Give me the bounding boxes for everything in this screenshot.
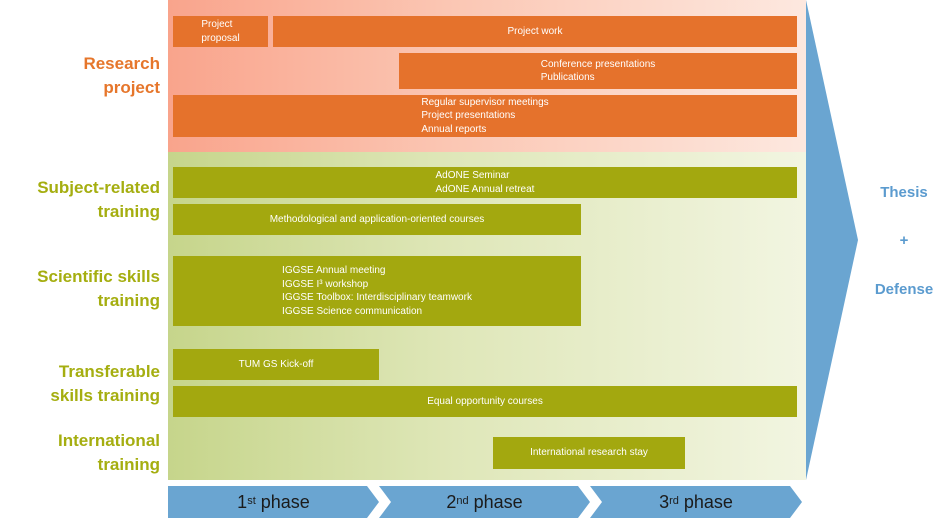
- phase-2-word: phase: [473, 491, 523, 512]
- phase-1-suffix: st: [247, 495, 256, 507]
- bar-international-stay-label: International research stay: [530, 447, 648, 459]
- bar-project-work-label: Project work: [507, 25, 563, 37]
- phase-1-number: 1: [237, 491, 248, 512]
- bar-conference-label: Conference presentations Publications: [540, 58, 656, 84]
- phase-2-number: 2: [446, 491, 457, 512]
- bar-iggse: IGGSE Annual meeting IGGSE I³ workshop I…: [173, 256, 581, 326]
- bar-adone: AdONE Seminar AdONE Annual retreat: [173, 167, 797, 198]
- phase-3-suffix: rd: [669, 495, 679, 507]
- bar-methodological-label: Methodological and application-oriented …: [269, 213, 485, 225]
- phase-3-word: phase: [683, 491, 733, 512]
- bar-conference-presentations: Conference presentations Publications: [399, 53, 797, 89]
- outcome-plus: +: [899, 232, 909, 249]
- bar-iggse-label: IGGSE Annual meeting IGGSE I³ workshop I…: [282, 265, 472, 317]
- category-research-project: Research project: [83, 54, 160, 97]
- bar-tum-kickoff-label: TUM GS Kick-off: [238, 358, 314, 370]
- outcome-thesis: Thesis: [880, 184, 928, 201]
- bar-project-proposal: Project proposal: [173, 16, 268, 47]
- outcome-defense: Defense: [874, 281, 934, 298]
- bar-equal-opportunity-label: Equal opportunity courses: [427, 395, 543, 407]
- phase-2-suffix: nd: [456, 495, 469, 507]
- bar-international-research-stay: International research stay: [493, 437, 685, 469]
- category-international-training: International training: [57, 431, 160, 474]
- bar-supervisor-meetings: Regular supervisor meetings Project pres…: [173, 95, 797, 137]
- bar-equal-opportunity: Equal opportunity courses: [173, 386, 797, 417]
- category-subject-related-training: Subject-related training: [37, 178, 160, 221]
- bar-project-work: Project work: [273, 16, 797, 47]
- bar-tum-kickoff: TUM GS Kick-off: [173, 349, 379, 380]
- phase-3-number: 3: [659, 491, 670, 512]
- bar-supervisor-label: Regular supervisor meetings Project pres…: [421, 96, 549, 135]
- timeline-arrow-icon: [806, 0, 858, 480]
- bar-adone-label: AdONE Seminar AdONE Annual retreat: [435, 170, 535, 195]
- phase-1-word: phase: [260, 491, 310, 512]
- bar-methodological-courses: Methodological and application-oriented …: [173, 204, 581, 235]
- category-transferable-skills-training: Transferable skills training: [50, 362, 160, 405]
- bar-project-proposal-label: Project proposal: [201, 19, 240, 44]
- category-scientific-skills-training: Scientific skills training: [37, 267, 160, 310]
